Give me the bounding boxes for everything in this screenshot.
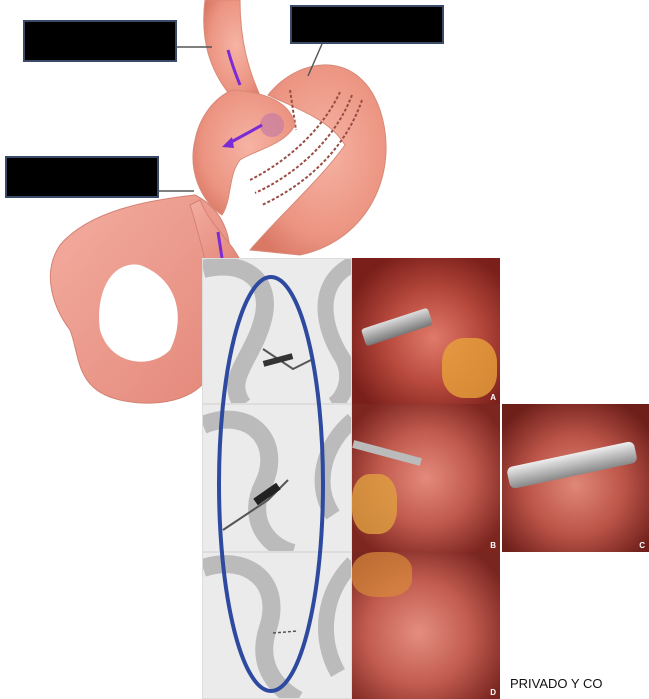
surgical-photo-d: D xyxy=(352,552,500,699)
fat-tissue xyxy=(442,338,497,398)
photo-letter: A xyxy=(490,393,496,402)
anastomosis-opening xyxy=(260,113,284,137)
bowel-schematic xyxy=(203,259,352,404)
surgical-photo-b: B xyxy=(352,404,500,552)
stapler-instrument xyxy=(361,308,433,347)
fat-tissue xyxy=(352,552,412,597)
gastric-pouch xyxy=(193,90,295,215)
schematic-panel-a xyxy=(202,258,352,404)
stomach-remnant xyxy=(250,65,386,255)
surgical-photo-c: C xyxy=(502,404,649,552)
photo-letter: D xyxy=(490,688,496,697)
bowel-schematic xyxy=(203,405,352,552)
footer-text: PRIVADO Y CO xyxy=(510,676,649,691)
redacted-label-pouch xyxy=(5,156,159,198)
surgical-photo-a: A xyxy=(352,258,500,404)
schematic-panel-d xyxy=(202,552,352,699)
esophagus xyxy=(204,0,262,100)
schematic-panel-b xyxy=(202,404,352,552)
redacted-label-esophagus xyxy=(23,20,177,62)
grasper-instrument xyxy=(352,440,422,466)
photo-letter: C xyxy=(639,541,645,550)
grasper-instrument xyxy=(506,441,638,490)
bowel-schematic xyxy=(203,553,352,699)
redacted-label-stomach xyxy=(290,5,444,44)
fat-tissue xyxy=(352,474,397,534)
photo-letter: B xyxy=(490,541,496,550)
